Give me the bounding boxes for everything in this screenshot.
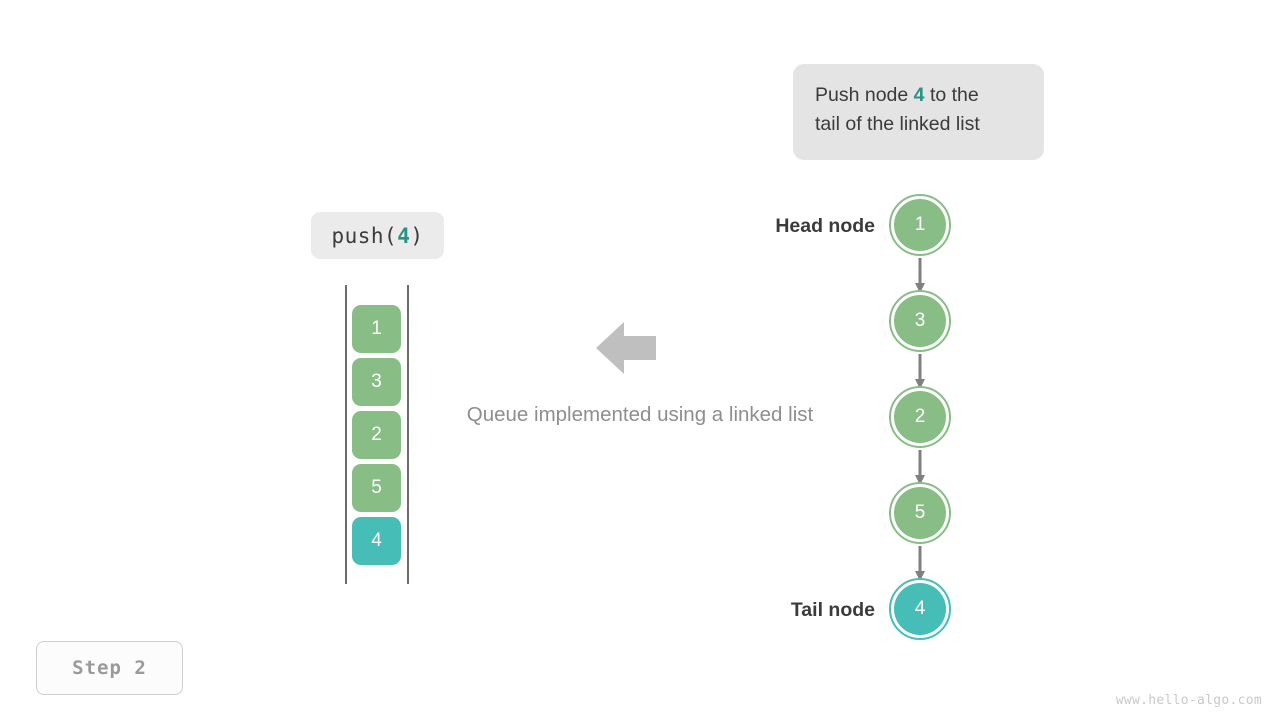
list-node-value: 1 xyxy=(894,199,946,251)
left-arrow-icon xyxy=(596,320,656,376)
list-node: 5 xyxy=(889,482,951,544)
callout-line-2: tail of the linked list xyxy=(815,113,980,135)
queue-item-highlighted: 4 xyxy=(352,517,401,565)
list-node-value: 2 xyxy=(894,391,946,443)
list-node: 2 xyxy=(889,386,951,448)
tail-node-label: Tail node xyxy=(790,599,875,621)
list-node: 3 xyxy=(889,290,951,352)
queue-rail-right xyxy=(407,285,409,584)
head-node-label: Head node xyxy=(775,215,875,237)
callout-line1-prefix: Push node xyxy=(815,84,914,106)
operation-suffix: ) xyxy=(410,223,424,248)
step-badge: Step 2 xyxy=(36,641,183,695)
callout-tooltip: Push node 4 to the tail of the linked li… xyxy=(793,64,1044,160)
operation-argument: 4 xyxy=(397,223,411,248)
list-node-highlighted: 4 xyxy=(889,578,951,640)
operation-chip: push(4) xyxy=(311,212,444,259)
watermark: www.hello-algo.com xyxy=(1115,693,1262,708)
list-node: 1 xyxy=(889,194,951,256)
node-connector-arrow-icon xyxy=(914,450,926,486)
queue-item: 5 xyxy=(352,464,401,512)
list-node-value: 3 xyxy=(894,295,946,347)
node-connector-arrow-icon xyxy=(914,354,926,390)
diagram-caption: Queue implemented using a linked list xyxy=(466,403,814,426)
queue-item: 2 xyxy=(352,411,401,459)
linked-list-diagram: Head node Tail node 1 3 2 xyxy=(760,190,970,640)
callout-line1-suffix: to the xyxy=(924,84,979,106)
queue-item: 1 xyxy=(352,305,401,353)
queue-item: 3 xyxy=(352,358,401,406)
queue-column: 1 3 2 5 4 xyxy=(345,285,409,584)
queue-rail-left xyxy=(345,285,347,584)
node-connector-arrow-icon xyxy=(914,546,926,582)
operation-prefix: push( xyxy=(331,223,398,248)
node-connector-arrow-icon xyxy=(914,258,926,294)
list-node-value: 5 xyxy=(894,487,946,539)
callout-line1-accent: 4 xyxy=(913,84,925,106)
list-node-value: 4 xyxy=(894,583,946,635)
callout-line-1: Push node 4 to the xyxy=(815,81,1022,110)
